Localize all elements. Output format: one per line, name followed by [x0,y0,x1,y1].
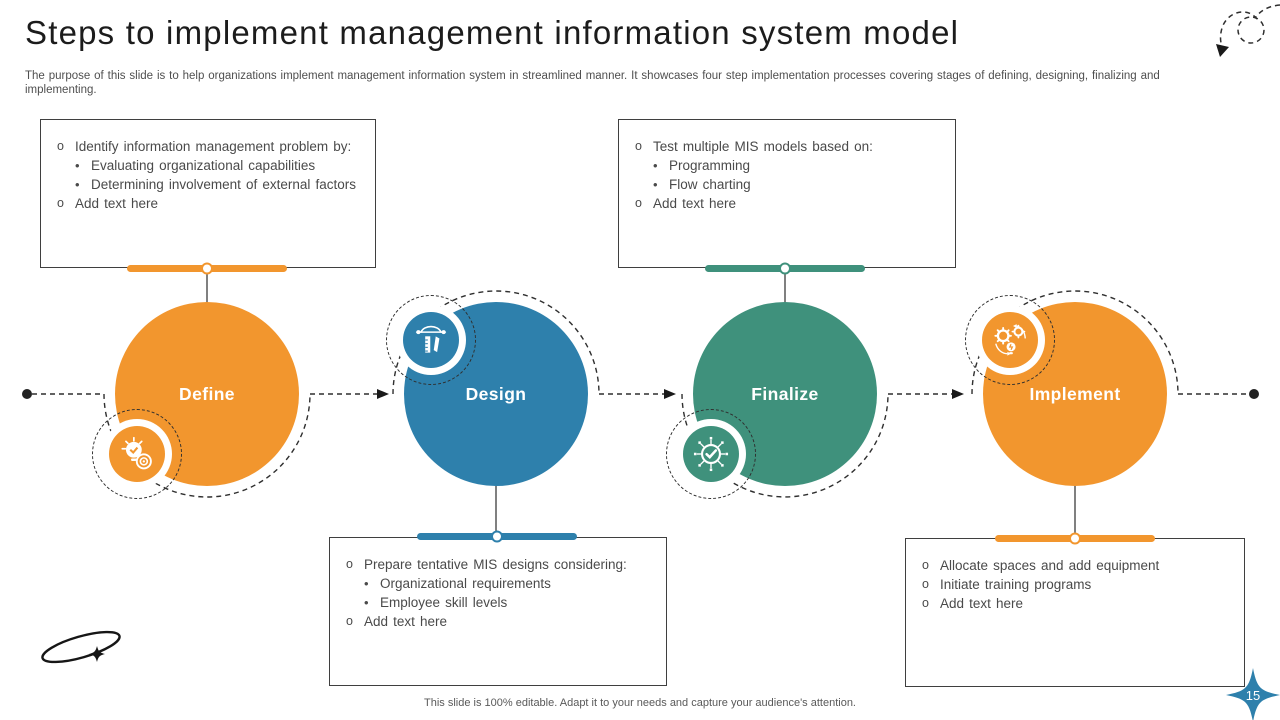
footer-note: This slide is 100% editable. Adapt it to… [424,697,856,709]
list-item: •Programming [653,158,751,173]
bullet-dot: • [653,158,658,173]
icon-badge-implement [975,305,1045,375]
slide-description: The purpose of this slide is to help org… [25,70,1160,96]
icon-badge-define [102,419,172,489]
end-dot [1249,389,1259,399]
pen-tool-icon [416,325,446,353]
list-item: •Evaluating organizational capabilities [75,158,316,173]
list-item: •Employee skill levels [364,595,508,610]
bullet-circle: o [635,139,642,153]
list-item: •Organizational requirements [364,576,551,591]
start-dot [22,389,32,399]
bullet-dot: • [75,158,80,173]
bullet-circle: o [922,577,929,591]
bullet-dot: • [364,576,369,591]
bullet-circle: o [635,196,642,210]
bullet-circle: o [922,558,929,572]
step-label: Implement [1029,383,1121,404]
page-title: Steps to implement management informatio… [25,14,960,51]
arrowhead-icon [664,389,676,399]
stem-lines [206,268,1076,536]
idea-target-icon [121,436,152,470]
bullet-circle: o [57,196,64,210]
arrowhead-icon [952,389,964,399]
bullet-circle: o [346,557,353,571]
bullet-circle: o [922,596,929,610]
icon-badge-design [396,305,466,375]
step-label: Define [179,383,235,404]
bullet-dot: • [75,177,80,192]
bullet-circle: o [346,614,353,628]
gears-idea-icon [994,324,1026,356]
bullet-dot: • [364,595,369,610]
step-label: Design [465,383,527,404]
dashed-swirl-arrow-icon [1216,4,1280,57]
bullet-circle: o [57,139,64,153]
icon-badge-finalize [676,419,746,489]
orbit-logo [41,630,121,664]
list-item: •Flow charting [653,177,751,192]
step-label: Finalize [751,383,819,404]
bullet-dot: • [653,177,658,192]
list-item: •Determining involvement of external fac… [75,177,357,192]
arrowhead-icon [377,389,389,399]
chip-check-icon [693,436,729,472]
